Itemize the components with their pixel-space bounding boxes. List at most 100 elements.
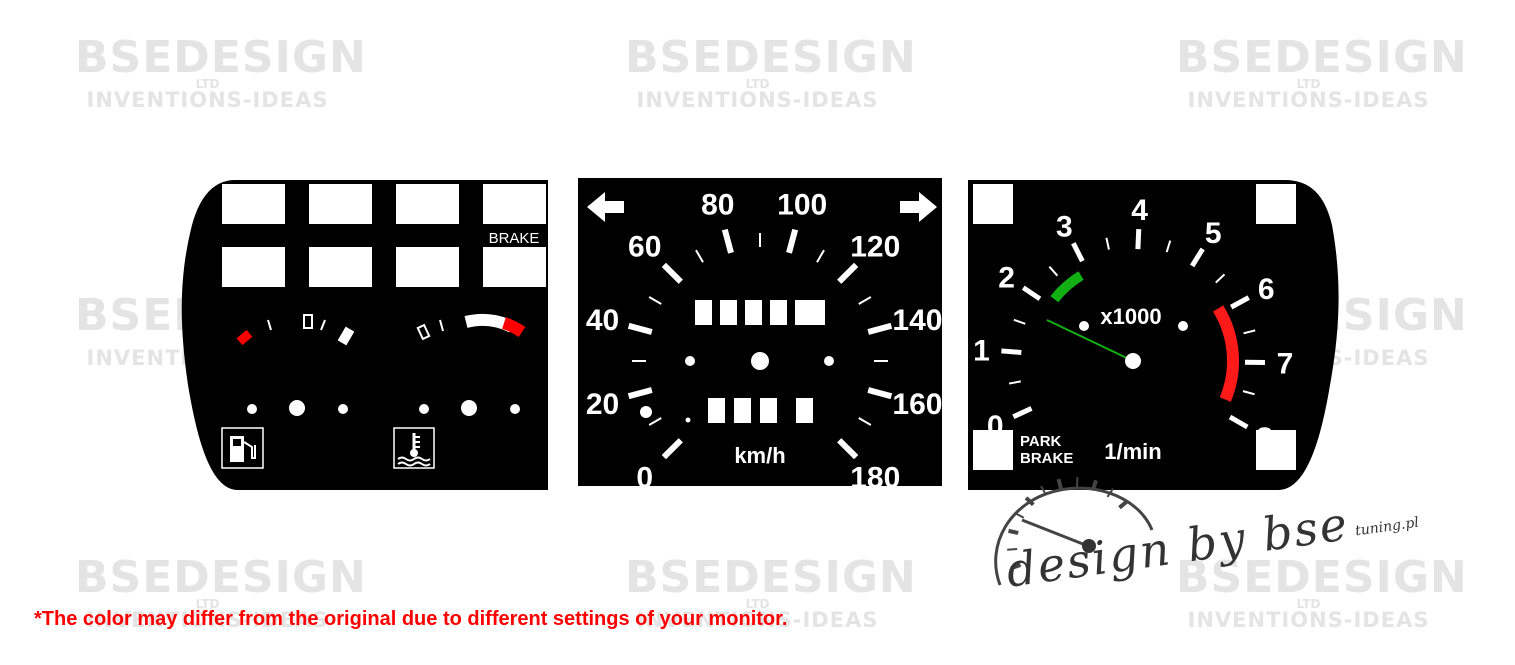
- speed-unit-label: km/h: [734, 443, 785, 468]
- signature-gauge-logo: [994, 477, 1154, 586]
- rpm-label: 3: [1056, 210, 1073, 243]
- signature-logo: design by bse tuning.pl: [1003, 496, 1420, 597]
- tachometer-pivot: [1125, 353, 1141, 369]
- signature-gauge-tick: [1014, 512, 1025, 519]
- rpm-minor-tick: [1013, 318, 1026, 325]
- park-brake-label-line1: PARK: [1020, 433, 1062, 450]
- rpm-label: 4: [1131, 194, 1148, 227]
- speedometer-ticks: [627, 228, 893, 460]
- speed-label: 180: [850, 461, 900, 494]
- speed-minor-tick: [648, 296, 662, 305]
- odometer-trip: [685, 398, 813, 423]
- brake-label: BRAKE: [489, 230, 540, 247]
- speed-major-tick: [837, 262, 859, 284]
- indicator-dot: [685, 356, 695, 366]
- signature-gauge-tick: [1010, 562, 1022, 571]
- signature-gauge-tick: [1007, 548, 1018, 551]
- speed-major-tick: [867, 387, 893, 400]
- speed-label: 80: [701, 189, 734, 222]
- rpm-major-tick: [1190, 247, 1205, 268]
- speed-major-tick: [721, 228, 734, 254]
- speed-minor-tick: [695, 249, 704, 263]
- speed-major-tick: [627, 387, 653, 400]
- gauge-pivot: [461, 400, 477, 416]
- speedometer-pivot: [751, 352, 769, 370]
- left-gauge-panel: BRAKE: [181, 180, 548, 490]
- speed-label: 140: [892, 304, 942, 337]
- warning-light-window: [483, 247, 546, 287]
- speed-minor-tick: [858, 296, 872, 305]
- rpm-multiplier-label: x1000: [1100, 304, 1161, 329]
- warning-light-window: [973, 184, 1013, 224]
- fuel-pump-icon: [221, 427, 264, 469]
- signature-gauge-tick: [1091, 479, 1098, 491]
- rpm-label: 7: [1277, 348, 1294, 381]
- speed-label: 160: [892, 388, 942, 421]
- speed-minor-tick: [858, 417, 872, 426]
- signature-gauge-tick: [1040, 485, 1047, 496]
- gauge-pivot: [289, 400, 305, 416]
- rpm-major-tick: [1135, 229, 1142, 250]
- rpm-label: 8: [1256, 422, 1273, 455]
- indicator-dot: [1178, 321, 1188, 331]
- rpm-label: 5: [1205, 217, 1222, 250]
- warning-light-window: [309, 247, 372, 287]
- indicator-dot: [247, 404, 257, 414]
- left-arrow-icon: [587, 192, 624, 222]
- speed-label: 40: [586, 304, 619, 337]
- rpm-label: 2: [998, 262, 1015, 295]
- rpm-minor-tick: [1242, 390, 1255, 396]
- odometer-total: [695, 300, 825, 325]
- rpm-minor-tick: [1048, 266, 1059, 277]
- warning-light-window: [309, 184, 372, 224]
- indicator-dot: [510, 404, 520, 414]
- rpm-unit-label: 1/min: [1104, 439, 1161, 464]
- indicator-dot: [338, 404, 348, 414]
- warning-light-window: [222, 247, 285, 287]
- warning-light-window: [222, 184, 285, 224]
- tachometer-labels: 0 1 2 3 4 5 6 7 8: [973, 194, 1293, 455]
- tachometer-panel: 0 1 2 3 4 5 6 7 8 x1000 1/min PARK BRAKE: [968, 180, 1339, 490]
- indicator-dot: [419, 404, 429, 414]
- rpm-label: 0: [987, 410, 1004, 443]
- warning-light-window: [396, 184, 459, 224]
- fuel-gauge-scale: [236, 314, 355, 346]
- speed-major-tick: [867, 322, 893, 335]
- rpm-minor-tick: [1215, 273, 1226, 284]
- speed-label: 0: [636, 461, 653, 494]
- rpm-label: 1: [973, 334, 990, 367]
- trip-reset-knob[interactable]: [640, 406, 652, 418]
- park-brake-label-line2: BRAKE: [1020, 450, 1073, 467]
- rpm-major-tick: [1021, 285, 1042, 301]
- speed-major-tick: [661, 262, 683, 284]
- warning-light-window: [973, 430, 1013, 470]
- rpm-major-tick: [1229, 295, 1250, 310]
- rpm-green-zone: [1050, 271, 1084, 303]
- speed-minor-tick: [648, 417, 662, 426]
- temperature-gauge-scale: [416, 313, 526, 341]
- signature-gauge-tick: [1056, 478, 1063, 490]
- speed-label: 60: [628, 231, 661, 264]
- warning-light-window: [396, 247, 459, 287]
- indicator-dot: [824, 356, 834, 366]
- indicator-dot: [1079, 321, 1089, 331]
- right-arrow-icon: [900, 192, 937, 222]
- speed-major-tick: [837, 438, 859, 460]
- speed-major-tick: [661, 438, 683, 460]
- rpm-major-tick: [1228, 414, 1249, 430]
- rpm-minor-tick: [1008, 380, 1022, 385]
- warning-light-window: [1256, 430, 1296, 470]
- rpm-red-zone: [1212, 305, 1239, 402]
- signature-gauge-tick: [1106, 488, 1114, 498]
- speed-label: 20: [586, 388, 619, 421]
- rpm-minor-tick: [1165, 240, 1172, 253]
- coolant-temperature-icon: [393, 427, 435, 469]
- tachometer-ticks: [1001, 229, 1266, 430]
- signature-gauge-tick: [1024, 496, 1035, 507]
- rpm-label: 6: [1258, 273, 1275, 306]
- speed-minor-tick: [816, 249, 825, 263]
- signature-gauge-tick: [1008, 528, 1019, 535]
